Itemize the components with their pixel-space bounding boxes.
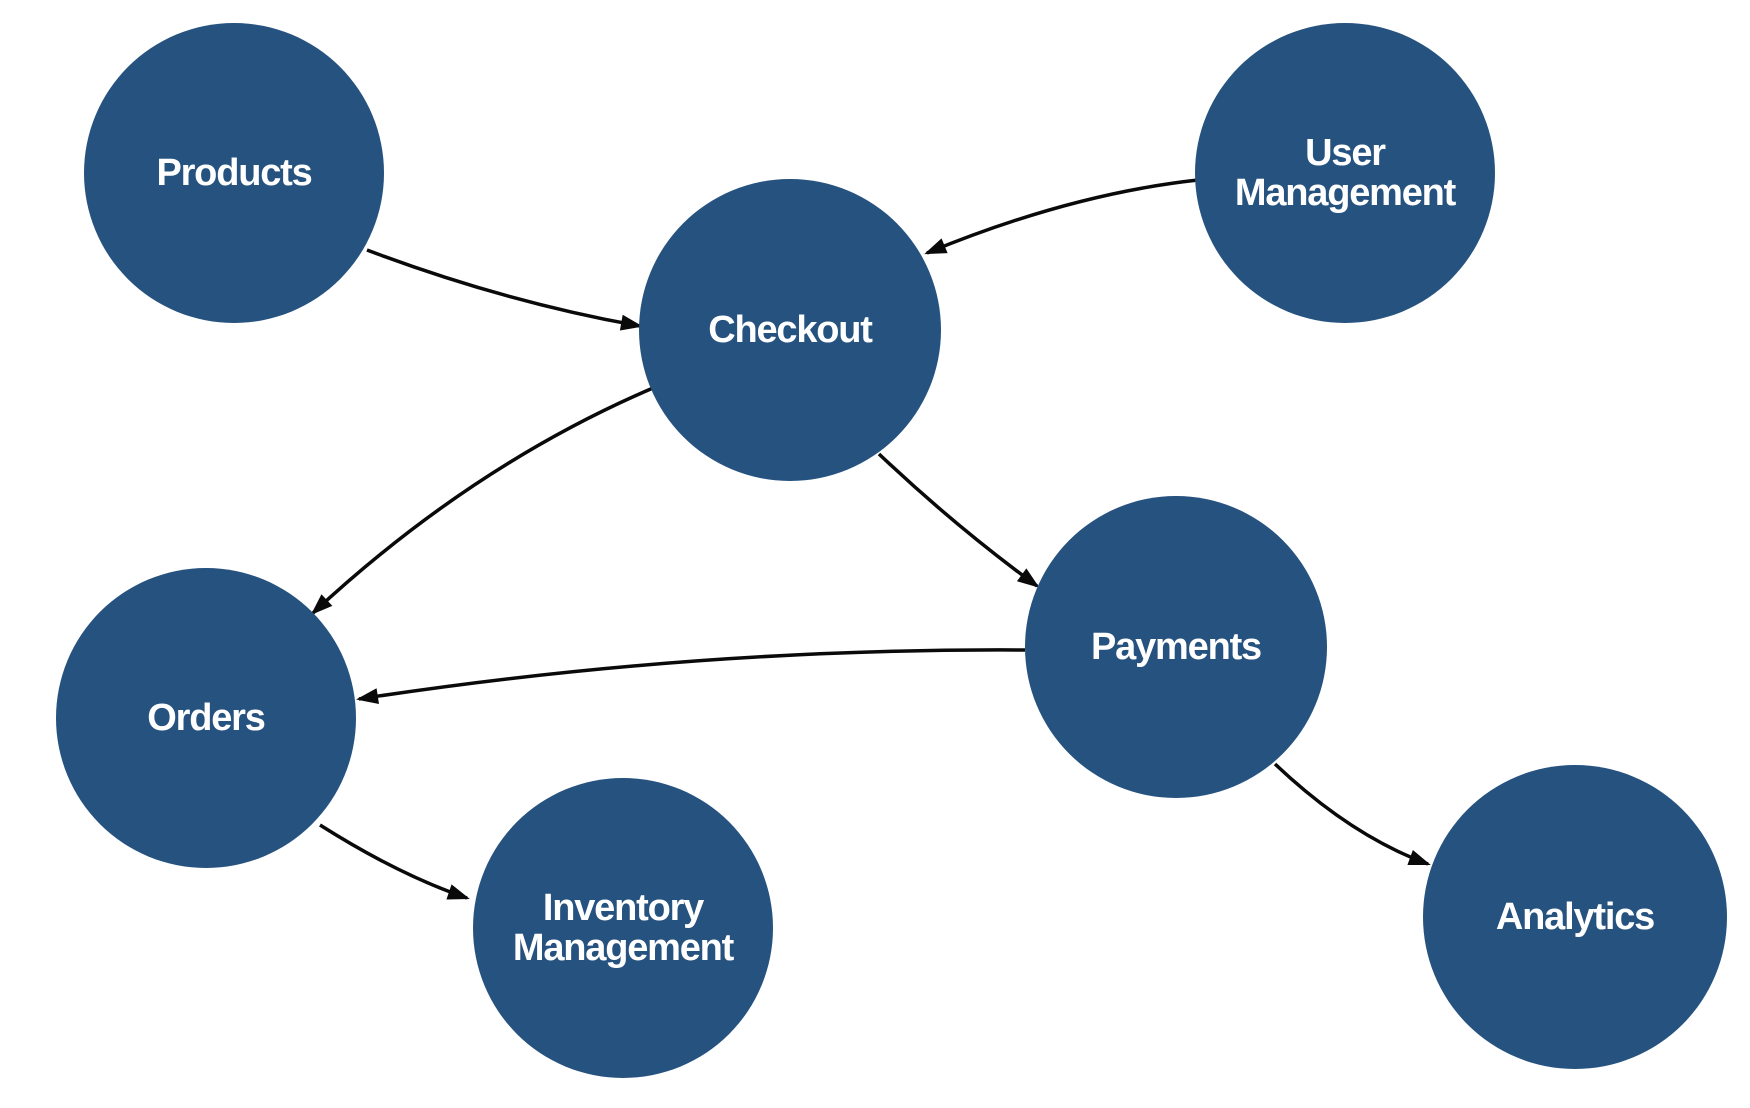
node-checkout-circle[interactable] bbox=[639, 179, 941, 481]
edges-layer bbox=[310, 178, 1431, 900]
edge-checkout-to-orders bbox=[310, 386, 654, 616]
node-products-circle[interactable] bbox=[84, 23, 384, 323]
edge-payments-to-analytics bbox=[1273, 762, 1431, 866]
node-checkout[interactable]: Checkout bbox=[639, 179, 941, 481]
node-payments[interactable]: Payments bbox=[1025, 496, 1327, 798]
node-payments-circle[interactable] bbox=[1025, 496, 1327, 798]
node-products[interactable]: Products bbox=[84, 23, 384, 323]
edge-products-to-checkout bbox=[366, 248, 643, 331]
node-orders[interactable]: Orders bbox=[56, 568, 356, 868]
edge-orders-to-inventory-management bbox=[319, 823, 470, 900]
edge-user-management-to-checkout bbox=[924, 178, 1199, 255]
node-analytics-circle[interactable] bbox=[1423, 765, 1727, 1069]
node-inventory-management-circle[interactable] bbox=[473, 778, 773, 1078]
node-orders-circle[interactable] bbox=[56, 568, 356, 868]
node-user-management-circle[interactable] bbox=[1195, 23, 1495, 323]
node-analytics[interactable]: Analytics bbox=[1423, 765, 1727, 1069]
edge-checkout-to-payments bbox=[877, 452, 1040, 588]
edge-payments-to-orders bbox=[356, 648, 1026, 705]
